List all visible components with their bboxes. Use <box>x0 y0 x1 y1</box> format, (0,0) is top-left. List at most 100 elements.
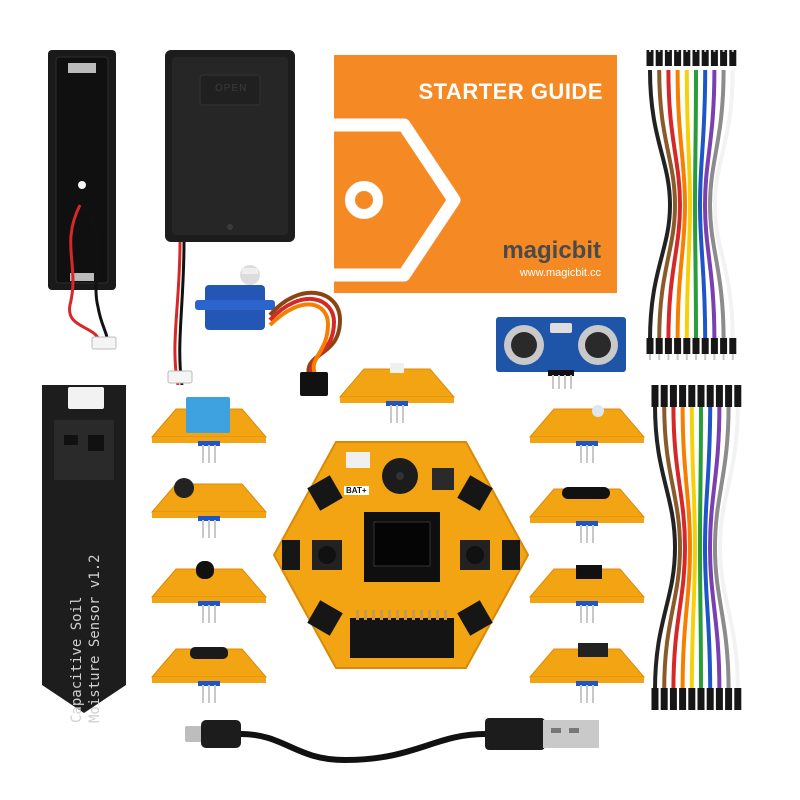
jumper-connector <box>692 338 700 354</box>
jumper-connector <box>729 50 737 66</box>
jumper-pin <box>713 354 716 360</box>
battery-box-lid-text: OPEN <box>215 83 248 94</box>
magicbit-main-board: BAT+ <box>272 440 530 670</box>
jumper-connector <box>710 338 718 354</box>
jumper-wire <box>689 404 698 691</box>
jumper-wire <box>702 404 713 691</box>
sensor-board-dht11 <box>150 395 268 465</box>
jumper-wire <box>717 404 740 691</box>
jumper-pin <box>713 50 716 52</box>
jumper-pin <box>658 50 661 52</box>
jumper-wires-male <box>640 50 750 360</box>
sensor-board-potentiometer <box>150 635 268 705</box>
soil-sensor-text: Capacitive Soil Moisture Sensor v1.2 <box>68 463 104 723</box>
jumper-connector <box>720 338 728 354</box>
jumper-connector <box>655 338 663 354</box>
jumper-connector <box>664 338 672 354</box>
jumper-wire <box>692 69 698 341</box>
jumper-connector <box>701 338 709 354</box>
jumper-connector <box>646 50 654 66</box>
board-bat-label: BAT+ <box>344 486 369 495</box>
jumper-connector <box>725 385 733 407</box>
jumper-connector <box>655 50 663 66</box>
jumper-connector <box>715 688 723 710</box>
jumper-connector <box>697 385 705 407</box>
jumper-connector <box>646 338 654 354</box>
jumper-connector <box>725 688 733 710</box>
jumper-wire <box>684 69 693 341</box>
jumper-connector <box>669 385 677 407</box>
guide-url: www.magicbit.cc <box>519 267 601 279</box>
jumper-pin <box>731 50 734 52</box>
single-battery-holder <box>40 45 130 350</box>
jumper-connector <box>706 688 714 710</box>
jumper-wire <box>702 69 717 341</box>
starter-guide-booklet: STARTER GUIDE magicbit www.magicbit.cc <box>334 55 617 293</box>
jumper-wire <box>707 404 722 691</box>
ultrasonic-sensor <box>494 315 629 390</box>
jumper-connector <box>697 688 705 710</box>
jumper-pin <box>704 50 707 52</box>
jumper-wire <box>648 69 673 341</box>
jumper-connector <box>688 688 696 710</box>
jumper-connector <box>664 50 672 66</box>
jumper-wires-female <box>645 385 755 710</box>
sensor-board-ir-sensor <box>528 555 646 625</box>
jumper-pin <box>722 50 725 52</box>
soil-moisture-sensor: Capacitive Soil Moisture Sensor v1.2 <box>40 385 128 723</box>
soil-sensor-line2: Moisture Sensor v1.2 <box>87 554 103 723</box>
jumper-connector <box>683 338 691 354</box>
jumper-connector <box>715 385 723 407</box>
usb-cable <box>185 700 605 770</box>
jumper-wire <box>712 404 731 691</box>
sensor-board-line-sensor <box>528 635 646 705</box>
sensor-board-ldr-sensor <box>150 470 268 540</box>
aa-battery-box: OPEN <box>160 45 300 385</box>
jumper-pin <box>685 354 688 360</box>
jumper-pin <box>667 50 670 52</box>
jumper-pin <box>676 50 679 52</box>
jumper-connector <box>679 688 687 710</box>
jumper-connector <box>701 50 709 66</box>
jumper-connector <box>683 50 691 66</box>
jumper-wire <box>666 69 683 341</box>
sensor-board-tilt-switch <box>528 475 646 545</box>
sensor-board-ir-receiver <box>150 555 268 625</box>
jumper-connector <box>729 338 737 354</box>
jumper-wire <box>707 69 726 341</box>
jumper-connector <box>679 385 687 407</box>
jumper-wire <box>671 404 688 691</box>
jumper-wire <box>662 404 683 691</box>
jumper-wire <box>697 404 703 691</box>
jumper-connector <box>734 688 742 710</box>
jumper-wire <box>653 404 678 691</box>
jumper-connector <box>734 385 742 407</box>
jumper-pin <box>695 354 697 360</box>
jumper-pin <box>649 50 651 52</box>
jumper-connector <box>660 385 668 407</box>
jumper-connector <box>674 338 682 354</box>
jumper-wire <box>697 69 708 341</box>
jumper-connector <box>669 688 677 710</box>
jumper-pin <box>649 354 651 360</box>
jumper-pin <box>722 354 725 360</box>
jumper-pin <box>658 354 661 360</box>
jumper-pin <box>667 354 670 360</box>
jumper-connector <box>720 50 728 66</box>
jumper-wire <box>675 69 688 341</box>
jumper-pin <box>685 50 688 52</box>
jumper-wire <box>657 69 678 341</box>
jumper-connector <box>706 385 714 407</box>
jumper-connector <box>651 688 659 710</box>
soil-sensor-line1: Capacitive Soil <box>69 596 85 723</box>
sensor-board-led-module <box>528 395 646 465</box>
jumper-connector <box>688 385 696 407</box>
guide-brand: magicbit <box>502 237 601 264</box>
jumper-connector <box>710 50 718 66</box>
jumper-connector <box>660 688 668 710</box>
sensor-board-top-center-module <box>338 355 456 425</box>
jumper-connector <box>674 50 682 66</box>
guide-title: STARTER GUIDE <box>418 79 603 104</box>
jumper-pin <box>704 354 707 360</box>
jumper-pin <box>676 354 679 360</box>
